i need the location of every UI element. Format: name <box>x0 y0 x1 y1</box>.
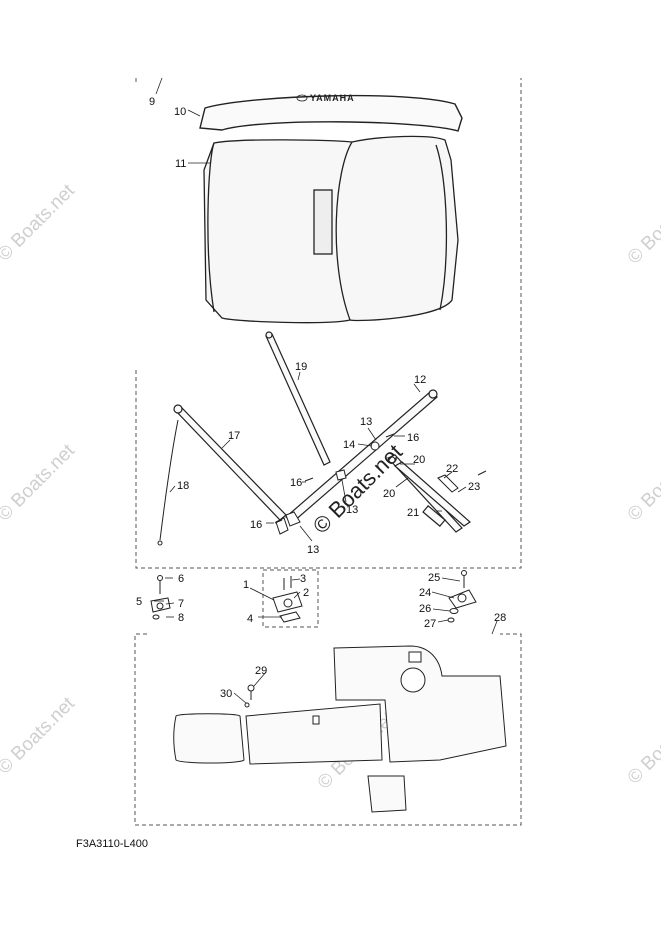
callout-26: 26 <box>419 603 431 615</box>
callout-13-b: 13 <box>346 504 358 516</box>
right-mount-hardware <box>447 570 477 623</box>
strap <box>157 419 179 546</box>
top-bar-cover: YAMAHA <box>199 93 463 132</box>
callout-25: 25 <box>428 572 440 584</box>
frame-main-bimini <box>135 78 522 569</box>
callout-9: 9 <box>149 96 155 108</box>
callout-numbers: 9 10 11 12 13 13 13 14 16 16 16 17 18 19… <box>136 96 506 700</box>
callout-12: 12 <box>414 374 426 386</box>
callout-28: 28 <box>494 612 506 624</box>
callout-17: 17 <box>228 430 240 442</box>
mat-set <box>173 645 507 813</box>
callout-6: 6 <box>178 573 184 585</box>
callout-13-a: 13 <box>360 416 372 428</box>
callout-13-c: 13 <box>307 544 319 556</box>
right-tubes <box>386 454 471 533</box>
callout-23: 23 <box>468 481 480 493</box>
callout-20-b: 20 <box>383 488 395 500</box>
callout-30: 30 <box>220 688 232 700</box>
callout-5: 5 <box>136 596 142 608</box>
callout-16-b: 16 <box>290 477 302 489</box>
figure-code: F3A3110-L400 <box>76 838 148 850</box>
watermark-left-bottom: © Boats.net <box>0 693 79 779</box>
group-frames <box>134 78 522 826</box>
callout-10: 10 <box>174 106 186 118</box>
callout-11: 11 <box>175 158 186 170</box>
joints <box>275 441 459 535</box>
callout-22: 22 <box>446 463 458 475</box>
mat-fasteners <box>244 684 255 708</box>
callout-16-c: 16 <box>250 519 262 531</box>
callout-27: 27 <box>424 618 436 630</box>
watermark-right-top: © Boats.net <box>624 183 661 269</box>
callout-16-a: 16 <box>407 432 419 444</box>
callout-8: 8 <box>178 612 184 624</box>
callout-21: 21 <box>407 507 419 519</box>
callout-19: 19 <box>295 361 307 373</box>
brand-label: YAMAHA <box>310 93 355 103</box>
watermark-right-bottom: © Boats.net <box>624 703 661 789</box>
callout-1: 1 <box>243 579 249 591</box>
left-tube <box>173 404 287 521</box>
center-bracket-hardware <box>272 576 303 623</box>
callout-2: 2 <box>303 587 309 599</box>
watermark-right-mid: © Boats.net <box>624 440 661 526</box>
callout-24: 24 <box>419 587 431 599</box>
upper-tube <box>265 331 331 466</box>
watermark-left-top: © Boats.net <box>0 180 79 266</box>
callout-18: 18 <box>177 480 189 492</box>
callout-7: 7 <box>178 598 184 610</box>
callout-14: 14 <box>343 439 355 451</box>
callout-20-a: 20 <box>413 454 425 466</box>
callout-4: 4 <box>247 613 253 625</box>
screws <box>274 433 487 524</box>
callout-29: 29 <box>255 665 267 677</box>
watermark-left-mid: © Boats.net <box>0 440 79 526</box>
frame-mat-group <box>134 633 522 826</box>
left-mount-hardware <box>150 575 171 620</box>
bimini-canvas <box>203 135 459 324</box>
leader-lines <box>154 77 498 704</box>
callout-3: 3 <box>300 573 306 585</box>
